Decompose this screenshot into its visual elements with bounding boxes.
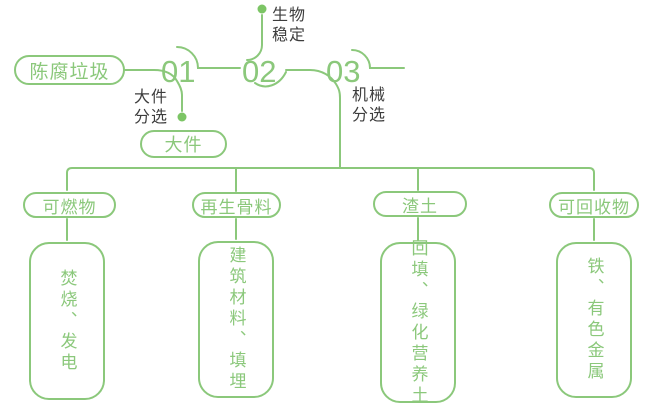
category-node-recycled-aggregate: 再生骨料	[192, 192, 281, 218]
step1-label: 大件 分选	[134, 88, 168, 128]
step2-label-line2: 稳定	[272, 27, 307, 44]
arc-step3-tail	[351, 49, 405, 69]
biostab-dot	[257, 4, 267, 14]
output-box-recyclables: 铁、有色金属	[556, 242, 632, 398]
category-node-recyclables: 可回收物	[549, 192, 639, 218]
step1-label-line1: 大件	[134, 89, 169, 106]
line-source-to-bulky	[124, 69, 183, 112]
arc-step1-to-step2	[176, 46, 241, 69]
bulky-dot	[177, 112, 187, 122]
bulky-node: 大件	[140, 130, 227, 158]
step1-label-line2: 分选	[134, 109, 169, 126]
step2-label: 生物 稳定	[272, 6, 306, 46]
line-biostab-branch	[246, 14, 263, 61]
step-number-3: 03	[326, 54, 361, 89]
line-step2-to-tree	[285, 69, 341, 168]
step-number-2: 02	[242, 54, 277, 89]
step-number-1: 01	[161, 54, 196, 89]
source-node: 陈腐垃圾	[14, 55, 125, 85]
output-box-recycled-aggregate: 建筑材料、填埋	[198, 241, 274, 398]
output-text-recyclables: 铁、有色金属	[584, 257, 604, 383]
output-box-combustibles: 焚烧、发电	[29, 242, 105, 400]
step3-label-line2: 分选	[352, 107, 387, 124]
branch-bar	[66, 167, 595, 191]
output-text-recycled-aggregate: 建筑材料、填埋	[226, 246, 246, 393]
step3-label: 机械 分选	[352, 86, 386, 126]
output-text-combustibles: 焚烧、发电	[57, 268, 77, 374]
output-text-slag-soil: 回填、绿化营养土	[408, 238, 428, 407]
step3-label-line1: 机械	[352, 87, 387, 104]
step2-label-line1: 生物	[272, 7, 307, 24]
arc-step2-swoosh	[254, 71, 287, 88]
category-node-slag-soil: 渣土	[373, 191, 467, 217]
category-node-combustibles: 可燃物	[23, 192, 116, 218]
output-box-slag-soil: 回填、绿化营养土	[380, 239, 456, 407]
